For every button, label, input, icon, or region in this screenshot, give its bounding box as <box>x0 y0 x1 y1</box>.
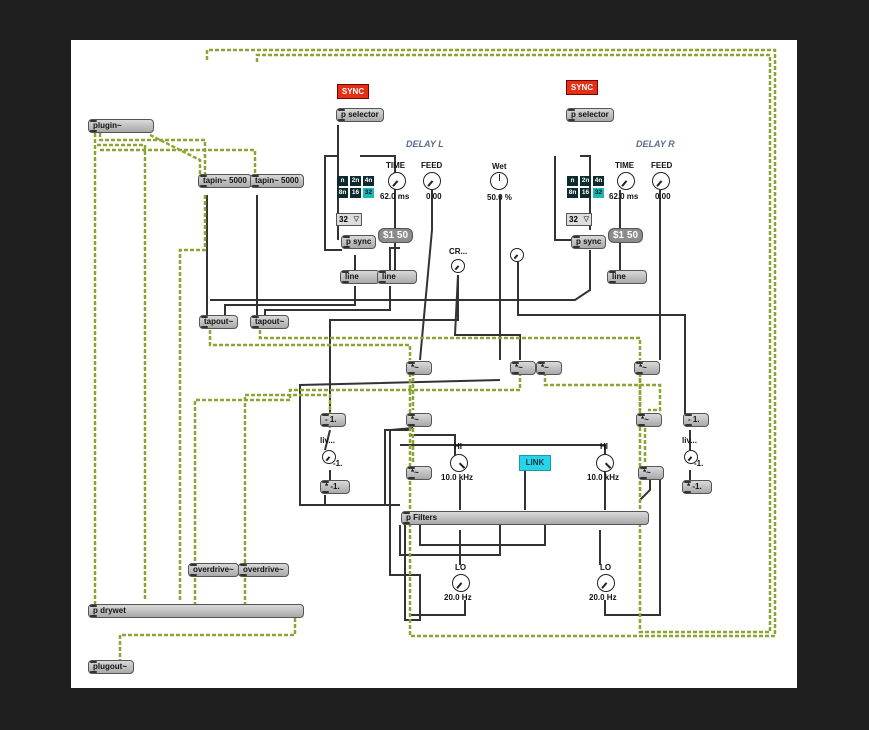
note-value-grid-right[interactable]: n 2n 4n 8n 16 32 <box>567 176 604 198</box>
multiply-neg-one-left[interactable]: * -1. <box>320 480 350 494</box>
time-label-left: TIME <box>386 161 406 170</box>
crossfeed-label: CR... <box>449 247 468 256</box>
link-toggle[interactable]: LINK <box>519 455 551 471</box>
note-menu-left[interactable]: 32 ▽ <box>336 213 362 226</box>
grid-cell[interactable]: 16 <box>350 188 361 198</box>
lo-dial-right[interactable] <box>597 574 615 592</box>
psync-object-left[interactable]: p sync <box>341 235 377 249</box>
menu-value: 32 <box>569 215 578 224</box>
grid-cell[interactable]: 4n <box>363 176 374 186</box>
hi-label-right: HI <box>600 442 608 451</box>
message-box-left[interactable]: $1 50 <box>378 228 414 243</box>
selector-object-left[interactable]: p selector <box>336 108 384 122</box>
grid-cell[interactable]: n <box>567 176 578 186</box>
multiply-neg-one-right[interactable]: * -1. <box>682 480 712 494</box>
delay-r-title: DELAY R <box>636 139 675 149</box>
grid-cell[interactable]: 8n <box>567 188 578 198</box>
lo-label-right: LO <box>600 563 612 572</box>
multiply-object[interactable]: *~ <box>406 466 432 480</box>
delay-l-title: DELAY L <box>406 139 444 149</box>
note-menu-right[interactable]: 32 ▽ <box>566 213 592 226</box>
chevron-down-icon: ▽ <box>353 216 359 223</box>
feed-value-right: 0.00 <box>655 192 671 201</box>
feed-label-right: FEED <box>651 161 673 170</box>
time-dial-right[interactable] <box>617 172 635 190</box>
hi-dial-left[interactable] <box>450 454 468 472</box>
wet-dial[interactable] <box>490 172 508 190</box>
filters-subpatch[interactable]: p Filters <box>401 511 649 525</box>
multiply-object[interactable]: *~ <box>536 361 562 375</box>
tapin-object-2[interactable]: tapin~ 5000 <box>250 174 304 188</box>
grid-cell[interactable]: 8n <box>337 188 348 198</box>
crossfeed-dial[interactable] <box>451 259 465 273</box>
chevron-down-icon: ▽ <box>583 216 589 223</box>
multiply-object[interactable]: *~ <box>636 413 662 427</box>
grid-cell[interactable]: 2n <box>580 176 591 186</box>
time-label-right: TIME <box>615 161 635 170</box>
time-dial-left[interactable] <box>388 172 406 190</box>
time-value-left: 62.0 ms <box>380 192 410 201</box>
line-object-left-1[interactable]: line <box>340 270 380 284</box>
grid-cell[interactable]: n <box>337 176 348 186</box>
minus-one-object-left[interactable]: - 1. <box>320 413 346 427</box>
multiply-object[interactable]: *~ <box>406 413 432 427</box>
line-object-left-2[interactable]: line <box>377 270 417 284</box>
overdrive-object-2[interactable]: overdrive~ <box>238 563 289 577</box>
live-label-left: liv... <box>320 436 335 445</box>
lo-value-right: 20.0 Hz <box>589 593 617 602</box>
feed-dial-left[interactable] <box>423 172 441 190</box>
hi-label-left: HI <box>454 442 462 451</box>
live-label-right: liv... <box>682 436 697 445</box>
tapout-object-2[interactable]: tapout~ <box>250 315 290 329</box>
overdrive-object-1[interactable]: overdrive~ <box>188 563 239 577</box>
sync-button-right[interactable]: SYNC <box>566 80 598 95</box>
menu-value: 32 <box>339 215 348 224</box>
lo-label-left: LO <box>455 563 467 572</box>
multiply-object[interactable]: *~ <box>406 361 432 375</box>
feed-dial-right[interactable] <box>652 172 670 190</box>
lo-dial-left[interactable] <box>452 574 470 592</box>
plugin-object[interactable]: plugin~ <box>88 119 154 133</box>
live-value-right: -1. <box>694 459 704 468</box>
minus-one-object-right[interactable]: - 1. <box>683 413 709 427</box>
grid-cell[interactable]: 4n <box>593 176 604 186</box>
grid-cell[interactable]: 16 <box>580 188 591 198</box>
sync-button-left[interactable]: SYNC <box>337 84 369 99</box>
hi-dial-right[interactable] <box>596 454 614 472</box>
wet-label: Wet <box>492 162 507 171</box>
lo-value-left: 20.0 Hz <box>444 593 472 602</box>
message-box-right[interactable]: $1 50 <box>608 228 644 243</box>
live-value-left: -1. <box>333 459 343 468</box>
tapin-object-1[interactable]: tapin~ 5000 <box>198 174 252 188</box>
line-object-right[interactable]: line <box>607 270 647 284</box>
grid-cell-selected[interactable]: 32 <box>593 188 604 198</box>
multiply-object[interactable]: *~ <box>638 466 664 480</box>
multiply-object[interactable]: *~ <box>634 361 660 375</box>
plugout-object[interactable]: plugout~ <box>88 660 134 674</box>
tapout-object-1[interactable]: tapout~ <box>199 315 239 329</box>
selector-object-right[interactable]: p selector <box>566 108 614 122</box>
wet-value: 50.0 % <box>487 193 512 202</box>
crossfeed-dial-2[interactable] <box>510 248 524 262</box>
multiply-object[interactable]: *~ <box>510 361 536 375</box>
drywet-subpatch[interactable]: p drywet <box>88 604 304 618</box>
hi-value-left: 10.0 kHz <box>441 473 474 482</box>
grid-cell[interactable]: 2n <box>350 176 361 186</box>
psync-object-right[interactable]: p sync <box>571 235 607 249</box>
time-value-right: 62.0 ms <box>609 192 639 201</box>
grid-cell-selected[interactable]: 32 <box>363 188 374 198</box>
feed-label-left: FEED <box>421 161 443 170</box>
feed-value-left: 0.00 <box>426 192 442 201</box>
note-value-grid-left[interactable]: n 2n 4n 8n 16 32 <box>337 176 374 198</box>
patcher-canvas[interactable] <box>71 40 797 688</box>
hi-value-right: 10.0 kHz <box>587 473 620 482</box>
